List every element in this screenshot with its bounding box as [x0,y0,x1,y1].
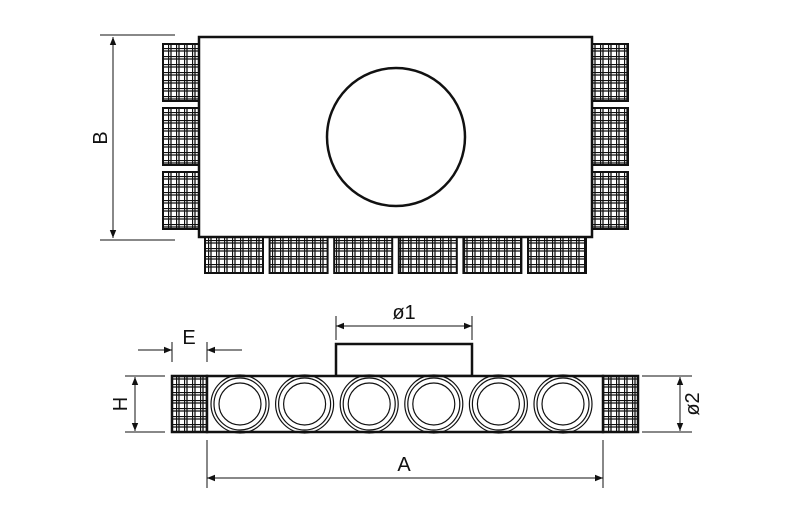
right-mesh-outlet [591,171,629,230]
right-mesh-outlet [591,43,629,102]
top-view-meshes [162,43,629,274]
label-d1: ø1 [392,302,415,324]
left-mesh-outlet [162,107,200,166]
bottom-mesh-outlet [204,236,264,274]
dimension-e: E [138,327,242,362]
label-h: H [110,397,132,411]
outlet-spigot [533,374,593,434]
dimension-d2: ø2 [642,375,704,433]
bottom-mesh-outlet [397,236,458,274]
outlet-spigot [468,374,528,434]
dimension-d1: ø1 [335,302,473,340]
label-e: E [182,327,195,349]
bottom-mesh-outlet [268,236,329,274]
outlet-spigot [275,374,335,434]
main-collar-side [334,342,474,378]
dimension-b: B [90,34,175,241]
dimension-h: H [110,375,165,433]
dimension-a: A [206,440,604,488]
right-side-mesh [601,374,640,434]
left-mesh-outlet [162,171,200,230]
outlets [210,374,593,434]
left-side-mesh [170,374,209,434]
outlet-spigot [210,374,270,434]
label-b: B [90,131,112,144]
outlet-spigot [404,374,464,434]
bottom-mesh-outlet [462,236,523,274]
main-collar-circle [325,66,467,208]
label-d2: ø2 [682,392,704,415]
label-a: A [397,454,411,476]
right-mesh-outlet [591,107,629,166]
bottom-mesh-outlet [527,236,587,274]
outlet-spigot [339,374,399,434]
left-mesh-outlet [162,43,200,102]
bottom-mesh-outlet [333,236,394,274]
